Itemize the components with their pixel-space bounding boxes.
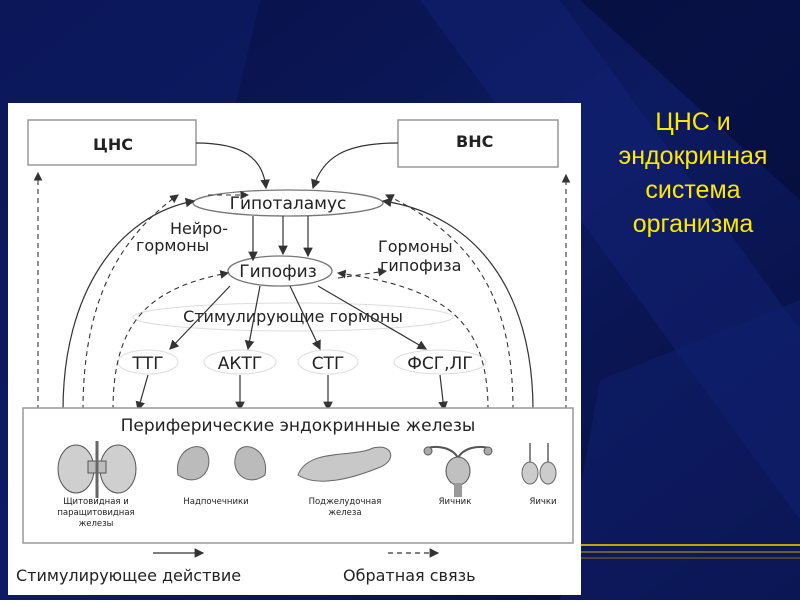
- title-line: организма: [632, 210, 754, 238]
- hormone-label: ФСГ,ЛГ: [407, 354, 472, 374]
- diagram-panel: ЦНС ВНС Гипоталамус Нейро- гормоны Гипоф…: [8, 103, 581, 595]
- title-line: ЦНС и: [655, 108, 731, 136]
- ans-label: ВНС: [456, 132, 493, 151]
- legend: Стимулирующее действие Обратная связь: [16, 548, 476, 585]
- title-line: система: [645, 176, 741, 204]
- thyroid-icon: [57, 441, 137, 498]
- testes-icon: [521, 443, 557, 485]
- ans-box: [397, 119, 559, 168]
- gland-label-line: Надпочечники: [183, 497, 248, 507]
- hormone-label: СТГ: [312, 354, 345, 374]
- gland-label: Щитовидная и паращитовидная железы Надпо…: [57, 497, 556, 529]
- hormone-label: АКТГ: [218, 354, 262, 374]
- slide-title: ЦНС и эндокринная система организма: [588, 105, 798, 241]
- cns-box: [27, 119, 197, 166]
- peripheral-glands-title: Периферические эндокринные железы: [121, 416, 476, 436]
- gland-label-line: Яичник: [439, 497, 472, 507]
- stimulating-hormones-label: Стимулирующие гормоны: [183, 307, 403, 326]
- hormone-label: ТТГ: [131, 354, 163, 374]
- feedback-arrows: [33, 171, 571, 411]
- endocrine-diagram: ЦНС ВНС Гипоталамус Нейро- гормоны Гипоф…: [16, 119, 574, 585]
- stimulating-arrows: [62, 142, 534, 412]
- gland-label-line: железы: [79, 519, 114, 529]
- stimulating-hormones-node: [132, 302, 454, 332]
- pituitary-hormones-label: Гормоны: [378, 237, 453, 256]
- hypothalamus-label: Гипоталамус: [230, 194, 347, 214]
- gland-label-line: паращитовидная: [57, 508, 134, 518]
- gland-label-line: Поджелудочная: [309, 497, 382, 507]
- gold-stripes: [560, 544, 800, 559]
- pituitary-label: Гипофиз: [239, 262, 317, 282]
- gland-label-line: Яички: [529, 497, 556, 507]
- legend-feedback-label: Обратная связь: [343, 566, 476, 585]
- ovary-icon: [423, 445, 493, 497]
- hormone-node: [297, 349, 359, 375]
- pituitary-hormones-label: гипофиза: [380, 256, 461, 275]
- neurohormones-label: Нейро-: [170, 219, 228, 238]
- legend-stimulating-label: Стимулирующее действие: [16, 566, 241, 585]
- hormone-node: [203, 349, 277, 375]
- gland-label-line: железа: [328, 508, 361, 518]
- adrenal-icon: [177, 446, 266, 481]
- gland-label-line: Щитовидная и: [63, 497, 129, 507]
- cns-label: ЦНС: [93, 135, 133, 154]
- pancreas-icon: [297, 446, 391, 482]
- hormone-node: [393, 349, 487, 375]
- title-line: эндокринная: [618, 142, 768, 170]
- neurohormones-label: гормоны: [136, 236, 209, 255]
